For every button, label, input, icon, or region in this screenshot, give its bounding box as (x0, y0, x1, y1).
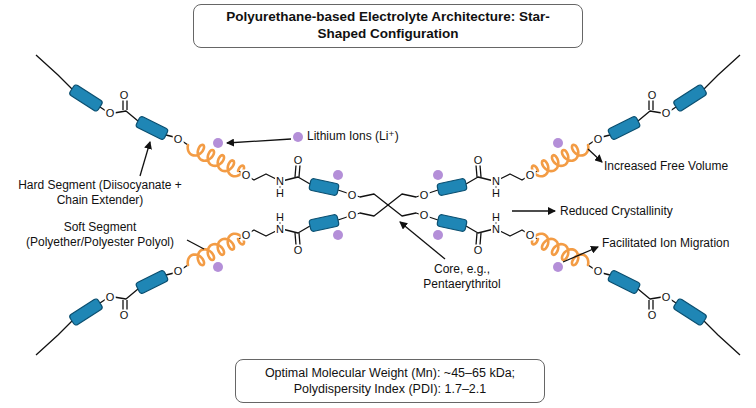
atom-label: O (119, 90, 130, 101)
atom-label: O (593, 134, 604, 145)
callout-label: Hard Segment (Diisocyanate + Chain Exten… (5, 178, 195, 208)
atom-label: H (491, 212, 501, 223)
leader-arrow (400, 222, 445, 259)
atom-label: O (593, 266, 604, 277)
box-text: Optimal Molecular Weight (Mn): ~45–65 kD… (246, 365, 534, 398)
atom-label: O (419, 190, 430, 201)
leader-line (187, 240, 204, 249)
atom-label: O (105, 292, 116, 303)
atom-label: O (173, 134, 184, 145)
atom-label: O (105, 108, 116, 119)
atom-label: O (241, 230, 252, 241)
atom-label: O (293, 245, 304, 256)
atom-label: O (525, 230, 536, 241)
atom-label: O (647, 310, 658, 321)
atom-label: O (661, 292, 672, 303)
atom-label: O (241, 170, 252, 181)
arm-lower-right (388, 205, 740, 355)
atom-label: O (647, 90, 658, 101)
atom-label: O (473, 155, 484, 166)
lithium-ion-swatch (293, 132, 303, 142)
atom-label: H (275, 212, 285, 223)
leader-arrow (563, 247, 598, 262)
legend-text: Lithium Ions (Li⁺) (307, 129, 399, 144)
title-box: Polyurethane-based Electrolyte Architect… (193, 4, 583, 48)
atom-label: O (525, 170, 536, 181)
leader-arrow (512, 210, 555, 211)
atom-label: O (173, 266, 184, 277)
atom-label: O (347, 190, 358, 201)
atom-label: O (119, 310, 130, 321)
info-box: Optimal Molecular Weight (Mn): ~45–65 kD… (235, 359, 545, 404)
callout-label: Reduced Crystallinity (560, 204, 673, 219)
atom-label: O (347, 210, 358, 221)
callout-label: Core, e.g., Pentaerythritol (407, 262, 517, 292)
leader-arrow (227, 139, 291, 143)
atom-label: N (275, 224, 285, 235)
atom-label: O (661, 108, 672, 119)
atom-label: N (275, 176, 285, 187)
atom-label: N (491, 224, 501, 235)
callout-label: Increased Free Volume (604, 159, 728, 174)
callout-label: Soft Segment (Polyether/Polyester Polyol… (12, 220, 188, 250)
atom-label: O (419, 210, 430, 221)
arm-upper-right (388, 55, 740, 205)
atom-label: N (491, 176, 501, 187)
atom-label: O (473, 245, 484, 256)
leader-arrow (140, 142, 150, 176)
atom-label: O (293, 155, 304, 166)
leader-arrow (588, 149, 602, 162)
atom-label: H (275, 188, 285, 199)
callout-label: Facilitated Ion Migration (602, 236, 729, 251)
atom-label: H (491, 188, 501, 199)
